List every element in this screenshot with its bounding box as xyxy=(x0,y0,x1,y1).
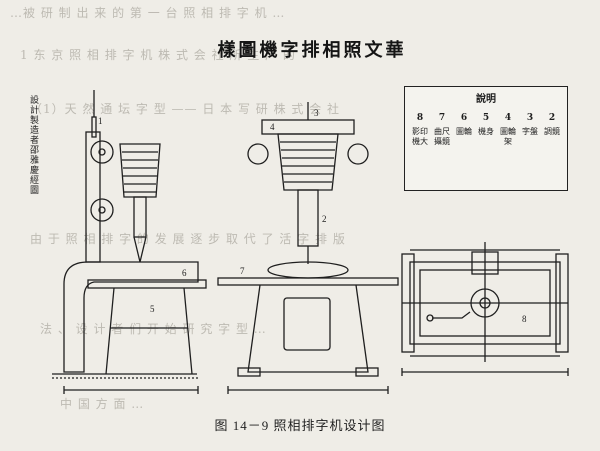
bleed-line: （1）天 然 通 坛 字 型 —— 日 本 写 研 株 式 会 社 xyxy=(30,102,341,116)
legend-entry: 2 調鏡 xyxy=(543,113,561,182)
legend-text: 曲尺攝鏡 xyxy=(434,127,450,146)
legend-number: 7 xyxy=(438,113,446,123)
legend-box: 說明 8 影印機大 7 曲尺攝鏡 6 圖輪 5 機身 4 圖輪架 xyxy=(404,86,568,191)
legend-text: 圖輪 xyxy=(456,127,472,136)
legend-text: 機身 xyxy=(478,127,494,136)
legend-text: 影印機大 xyxy=(412,127,428,146)
bleed-line: 1 东 京 照 相 排 字 机 株 式 会 社 所 生 产 的 xyxy=(20,48,296,62)
part-label-2: 2 xyxy=(322,214,327,224)
bleed-line: 中 国 方 面 … xyxy=(60,397,145,411)
legend-text: 圖輪架 xyxy=(500,127,516,146)
drawing-title: 樣圖機字排相照文華 xyxy=(217,40,407,61)
part-label-1: 1 xyxy=(98,116,103,126)
front-elevation-view xyxy=(217,102,399,394)
legend-grid: 8 影印機大 7 曲尺攝鏡 6 圖輪 5 機身 4 圖輪架 3 字盤 xyxy=(411,113,561,182)
plan-view xyxy=(401,242,569,376)
legend-entry: 4 圖輪架 xyxy=(499,113,517,182)
legend-number: 3 xyxy=(526,113,534,123)
legend-text: 字盤 xyxy=(522,127,538,136)
legend-entry: 5 機身 xyxy=(477,113,495,182)
bleed-line: 法 、 设 计 者 们 开 始 研 究 字 型 … xyxy=(40,322,267,336)
bleed-line: 由 于 照 相 排 字 的 发 展 逐 步 取 代 了 活 字 排 版 xyxy=(30,232,346,246)
design-drawing-plate: 樣圖機字排相照文華 設計製造者邵雅慶經圖 說明 8 影印機大 7 曲尺攝鏡 6 … xyxy=(22,22,582,407)
part-label-4: 4 xyxy=(270,122,275,132)
side-elevation-view xyxy=(52,90,207,394)
legend-number: 2 xyxy=(548,113,556,123)
legend-entry: 6 圖輪 xyxy=(455,113,473,182)
part-label-5: 5 xyxy=(150,304,155,314)
legend-number: 4 xyxy=(504,113,512,123)
designer-note: 設計製造者邵雅慶經圖 xyxy=(30,96,40,196)
legend-text: 調鏡 xyxy=(544,127,560,136)
part-label-3: 3 xyxy=(314,108,319,118)
figure-caption: 图 14－9 照相排字机设计图 xyxy=(214,418,386,433)
legend-number: 6 xyxy=(460,113,468,123)
legend-title: 說明 xyxy=(476,94,496,105)
legend-number: 5 xyxy=(482,113,490,123)
legend-entry: 7 曲尺攝鏡 xyxy=(433,113,451,182)
part-label-7: 7 xyxy=(240,266,245,276)
machine-drawings: 5 1 6 7 4 3 2 8 xyxy=(52,90,569,394)
legend-entry: 3 字盤 xyxy=(521,113,539,182)
legend-number: 8 xyxy=(416,113,424,123)
bleed-line: …被 研 制 出 来 的 第 一 台 照 相 排 字 机 … xyxy=(10,6,286,20)
legend-entry: 8 影印機大 xyxy=(411,113,429,182)
part-label-6: 6 xyxy=(182,268,187,278)
part-label-8: 8 xyxy=(522,314,527,324)
